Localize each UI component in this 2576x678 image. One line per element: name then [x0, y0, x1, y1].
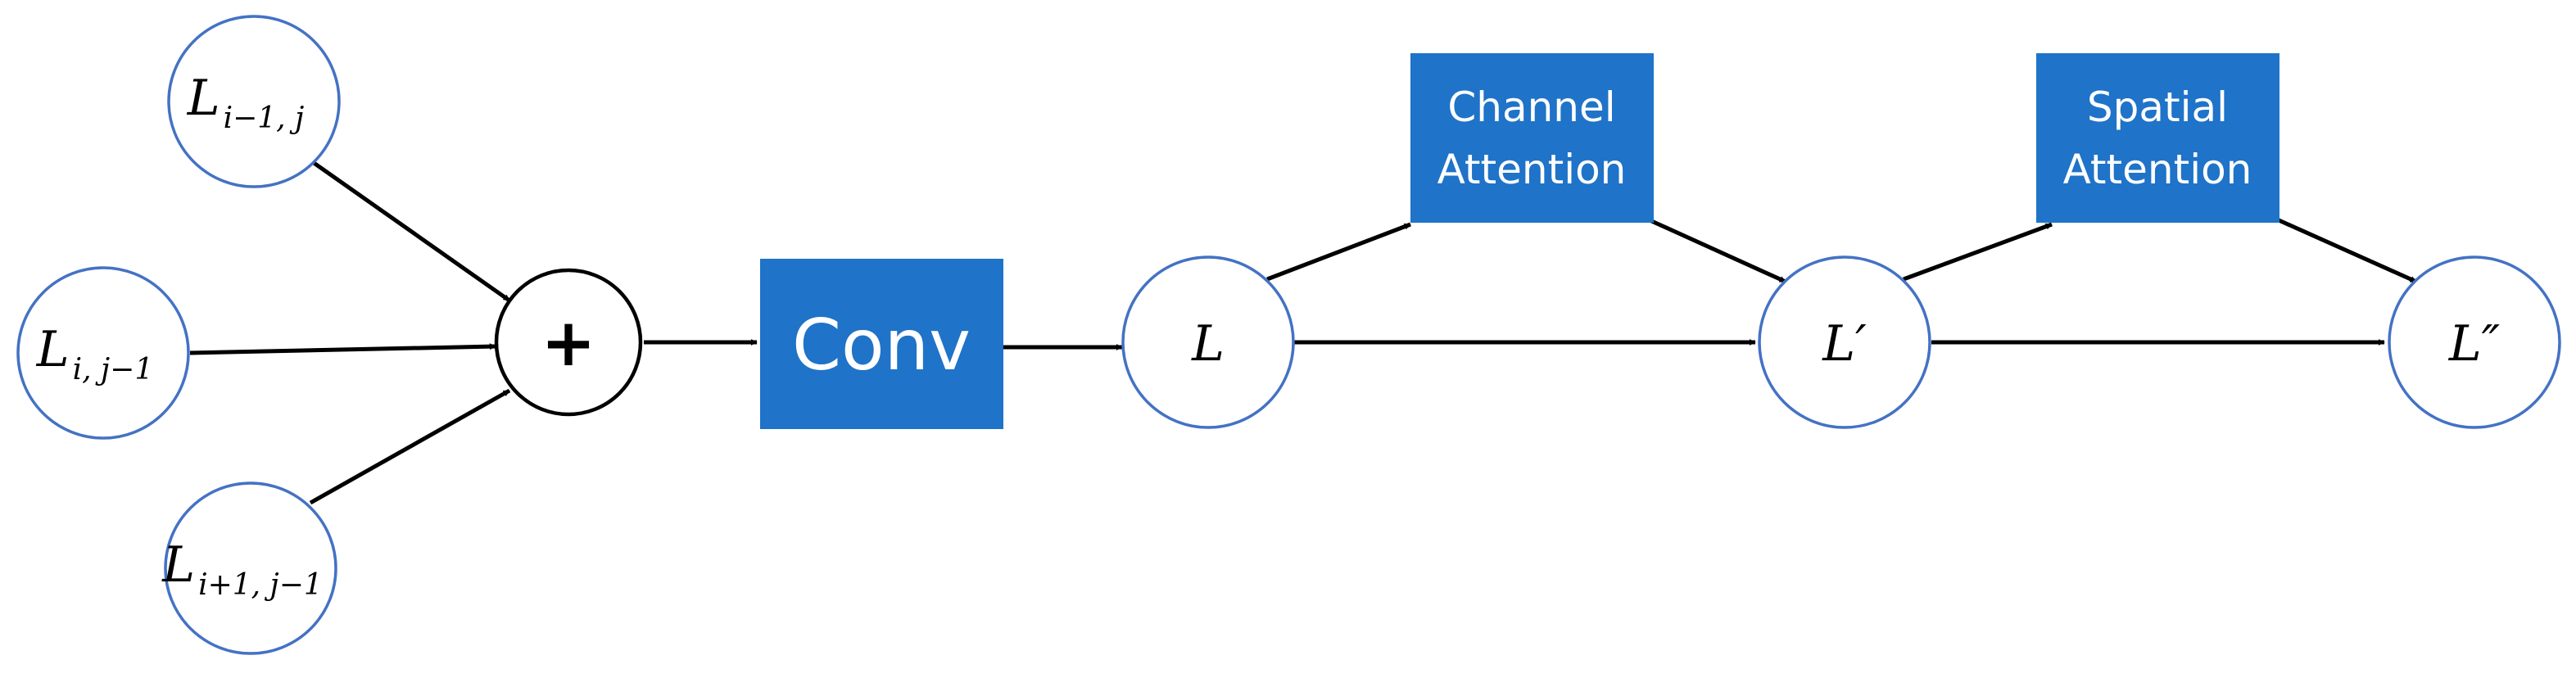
sum-node: +	[494, 268, 643, 417]
node-l-prime: L′	[1758, 255, 1931, 429]
input-node-top-main: L	[187, 70, 220, 127]
node-l-double-prime-label: L″	[2448, 315, 2501, 373]
spatial-attention-line1: Spatial	[2087, 84, 2228, 131]
input-node-middle-sub: i, j−1	[73, 353, 154, 386]
node-l-label: L	[1191, 315, 1225, 373]
edge-top-input-to-sum	[309, 158, 511, 303]
input-node-middle-main: L	[36, 321, 70, 378]
plus-symbol: +	[541, 305, 595, 381]
conv-label: Conv	[792, 305, 971, 386]
edges	[189, 158, 2418, 505]
edge-bottom-input-to-sum	[309, 388, 511, 505]
edge-l-prime-to-spatial-attention	[1903, 222, 2053, 282]
svg-text:Li+1, j−1: Li+1, j−1	[161, 536, 323, 602]
input-node-top-sub: i−1, j	[224, 102, 305, 135]
edge-spatial-attention-to-l-double-prime	[2275, 217, 2418, 284]
channel-attention-block: Channel Attention	[1410, 53, 1654, 223]
spatial-attention-block: Spatial Attention	[2036, 53, 2279, 223]
spatial-attention-line2: Attention	[2063, 146, 2252, 193]
input-node-bottom-main: L	[161, 536, 195, 594]
input-node-bottom-sub: i+1, j−1	[198, 568, 323, 602]
node-l-double-prime: L″	[2388, 255, 2561, 429]
conv-block: Conv	[760, 259, 1003, 429]
svg-text:Li, j−1: Li, j−1	[36, 321, 153, 386]
svg-text:Li−1, j: Li−1, j	[187, 70, 304, 135]
node-l: L	[1121, 255, 1295, 429]
node-l-prime-label: L′	[1822, 315, 1867, 373]
edge-l-to-channel-attention	[1266, 222, 1411, 282]
edge-channel-attention-to-l-prime	[1646, 217, 1787, 284]
channel-attention-line2: Attention	[1437, 146, 1627, 193]
edge-mid-input-to-sum	[189, 343, 496, 355]
channel-attention-line1: Channel	[1447, 84, 1615, 131]
